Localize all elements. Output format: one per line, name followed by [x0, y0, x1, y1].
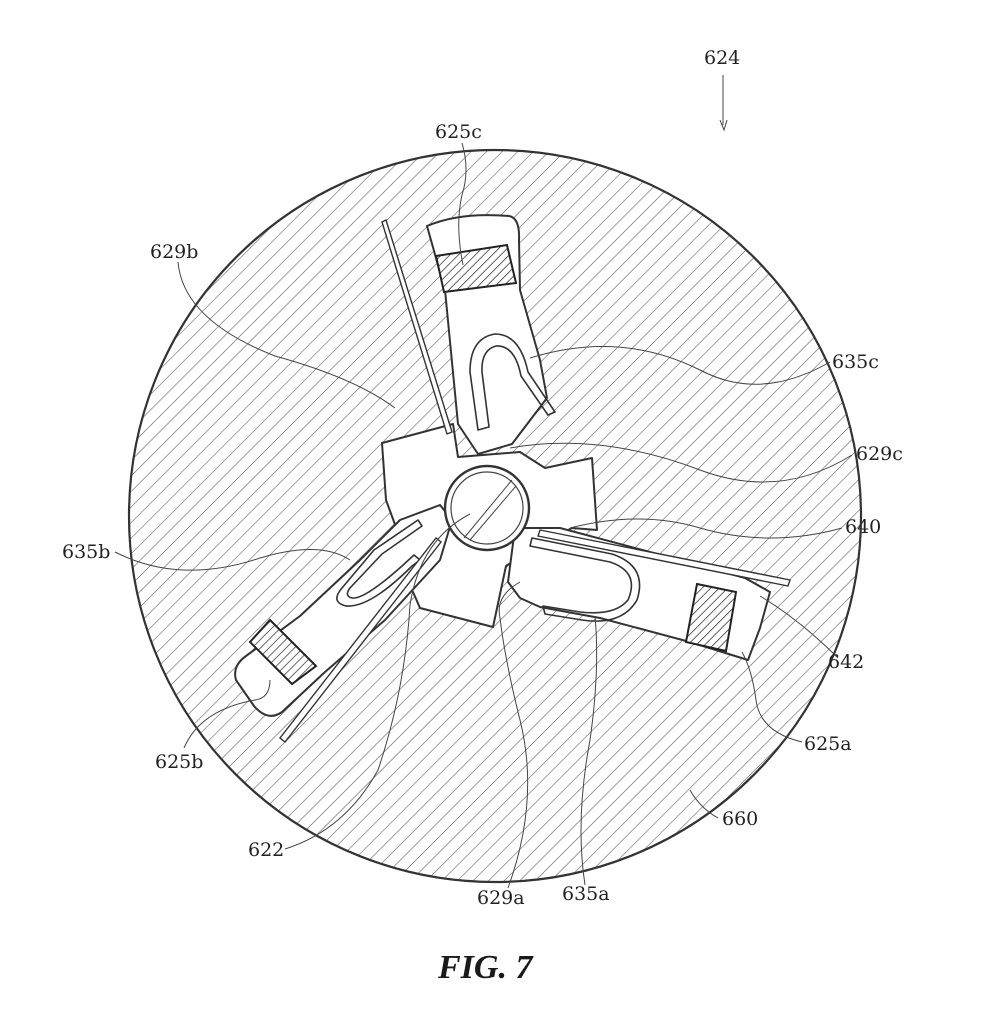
label-625b: 625b: [155, 751, 203, 773]
arm-a: [507, 527, 791, 661]
leader-lines: [114, 75, 853, 889]
label-640: 640: [845, 516, 881, 538]
label-622: 622: [248, 839, 284, 861]
label-624: 624: [704, 47, 740, 69]
pad-625a: [684, 582, 738, 653]
label-635b: 635b: [62, 541, 110, 563]
arm-b: [234, 504, 453, 743]
pad-625b: [248, 618, 318, 686]
label-642: 642: [828, 651, 864, 673]
spring-clip-635c: [469, 333, 556, 431]
figure-caption: FIG. 7: [437, 949, 534, 986]
label-635c: 635c: [832, 351, 879, 373]
central-shaft-622: [443, 464, 531, 552]
label-625a: 625a: [804, 733, 852, 755]
label-660: 660: [722, 808, 758, 830]
spring-clip-635a: [529, 537, 641, 622]
reference-labels: 624 625c 629b 635c 629c 640 635b 642 625…: [62, 47, 903, 909]
label-625c: 625c: [435, 121, 482, 143]
pad-625c: [434, 243, 518, 294]
label-629c: 629c: [856, 443, 903, 465]
arm-c: [381, 214, 556, 455]
label-629a: 629a: [477, 887, 525, 909]
label-629b: 629b: [150, 241, 198, 263]
label-635a: 635a: [562, 883, 610, 905]
